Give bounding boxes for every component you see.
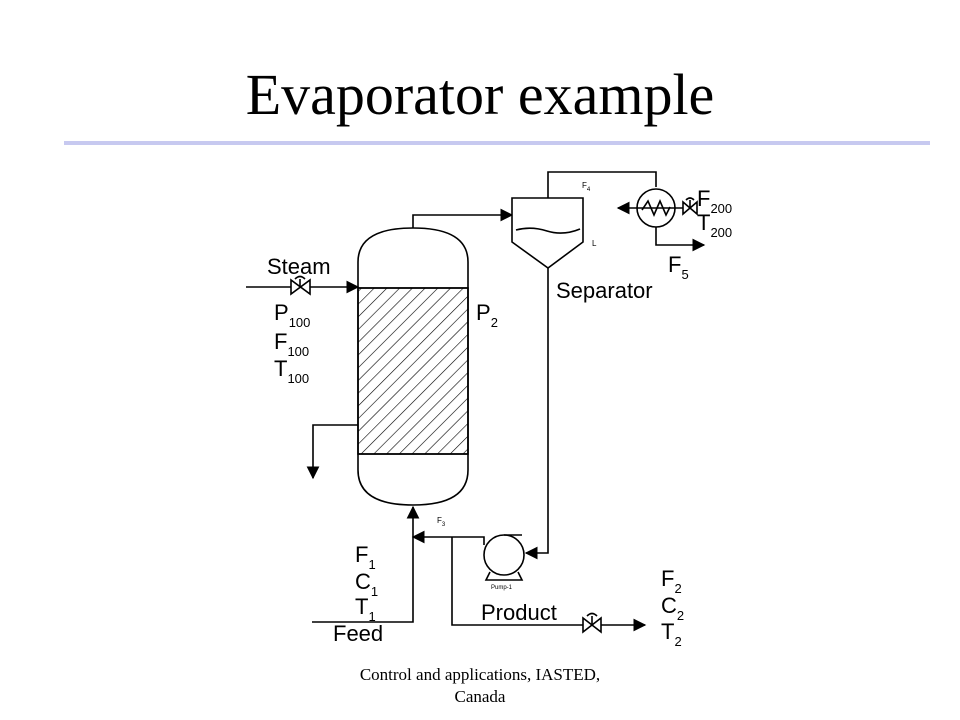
condensate-line [655,227,706,252]
p2-label: P2 [476,300,498,330]
heat-exchanger-section [357,287,469,455]
pump [483,534,525,581]
footer-line: Canada [454,687,506,706]
c2-label: C2 [661,593,684,623]
feed-line [312,505,420,623]
title-divider [64,141,930,145]
pump-discharge-line [411,530,485,545]
feed-label: Feed [333,621,383,646]
f100-label: F100 [274,329,309,359]
t100-label: T100 [274,356,309,386]
f1-label: F1 [355,542,376,572]
p100-label: P100 [274,300,310,330]
separator-vessel [511,197,584,269]
f5-label: F5 [668,252,689,282]
slide-footer: Control and applications, IASTED, Canada [300,664,660,708]
recirculation-line [524,268,549,560]
separator-label: Separator [556,278,653,303]
t200-label: T200 [697,210,732,240]
f200-label: F200 [697,186,732,216]
f2-label: F2 [661,566,682,596]
cooling-water-valve [682,197,698,216]
product-line [451,537,647,632]
t2-label: T2 [661,619,682,649]
separator-vapor-line [547,171,657,198]
steam-label: Steam [267,254,331,279]
steam-condensate-line [306,424,358,480]
f4-label: F4 [582,181,591,193]
evaporator-vessel [357,227,469,506]
pump-label: Pump-1 [491,585,513,591]
f3-label: F3 [437,516,446,528]
footer-line: Control and applications, IASTED, [359,665,601,684]
vapor-line [412,208,514,228]
steam-valve [290,275,311,296]
t1-label: T1 [355,594,376,624]
c1-label: C1 [355,569,378,599]
product-valve [582,612,602,634]
level-label: L [592,239,597,248]
slide-title: Evaporator example [245,62,715,127]
product-label: Product [481,600,557,625]
